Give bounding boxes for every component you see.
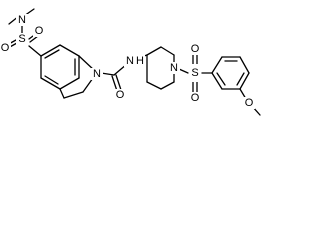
bond-ar-2 (59, 44, 80, 57)
atom-indoline-nitrogen: N (93, 68, 101, 80)
bond-ar-inner-3 (44, 75, 59, 85)
bond-pipn-s (178, 68, 189, 74)
bond-ph-1 (211, 56, 223, 74)
atom-sulfonamide-oxygen-top: O (35, 25, 44, 37)
bond-c3-c3a (59, 88, 65, 99)
atom-piperidine-nitrogen: N (170, 62, 178, 74)
bond-ph-inner-2 (236, 72, 245, 86)
bond-ph-6 (211, 72, 223, 90)
bond-ar-4 (59, 77, 80, 90)
bond-s-aryl (28, 45, 42, 57)
atom-sulfonyl-oxygen-upper: O (191, 43, 200, 55)
bonds (6, 8, 261, 116)
bond-co-b (115, 74, 122, 91)
bond-n-carbonyl (100, 72, 115, 76)
bond-ar-5 (40, 77, 61, 90)
bond-c2-c3 (63, 91, 84, 99)
bond-n-c2 (82, 77, 94, 93)
bond-pip-2 (160, 46, 175, 56)
atom-sulfonamide-nitrogen: N (18, 14, 26, 26)
bond-pip-5 (160, 81, 175, 90)
molecule-structure: N S O O N O N H N S O O O (0, 8, 261, 116)
atom-sulfonamide-sulfur: S (18, 33, 25, 45)
atom-amide-hydrogen: H (136, 55, 144, 67)
atom-carbonyl-oxygen: O (116, 89, 125, 101)
bond-ar-1 (40, 44, 61, 57)
atom-methoxy-oxygen: O (245, 97, 254, 109)
bond-ph-inner-3 (216, 72, 226, 86)
bond-ph-3 (239, 56, 250, 74)
atom-sulfonyl-oxygen-lower: O (191, 92, 200, 104)
atom-labels: N S O O N O N H N S O O O (0, 14, 255, 109)
bond-ph-4 (239, 72, 250, 90)
atom-sulfonyl-sulfur: S (191, 67, 198, 79)
bond-pip-6 (146, 81, 162, 90)
bond-ar-inner-1 (44, 49, 60, 59)
bond-pip-1 (146, 46, 162, 56)
atom-sulfonamide-oxygen-left: O (1, 42, 10, 54)
bond-co-a (111, 75, 118, 92)
atom-amide-nitrogen: N (126, 55, 134, 67)
